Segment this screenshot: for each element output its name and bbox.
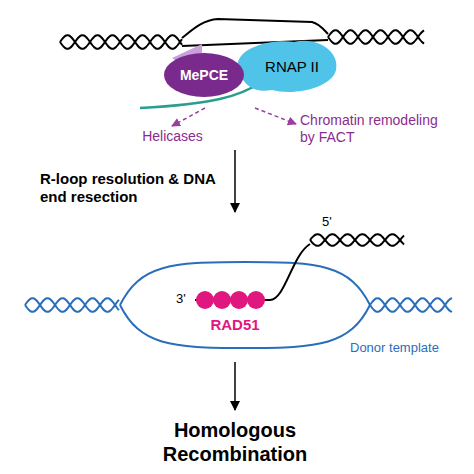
dna-helix bbox=[328, 30, 424, 44]
step-arrow bbox=[234, 362, 236, 410]
node-label: RNAP II bbox=[265, 58, 319, 75]
dna-helix bbox=[370, 298, 452, 312]
step-arrow bbox=[234, 150, 236, 212]
dna-helix bbox=[60, 35, 182, 49]
protein-blob: RNAP II bbox=[232, 36, 342, 96]
template-label: Donor template bbox=[350, 340, 470, 356]
protein-label: RAD51 bbox=[195, 316, 275, 334]
strand-end: 3' bbox=[176, 291, 206, 307]
node-label: MePCE bbox=[180, 67, 228, 83]
process-label: Helicases bbox=[125, 128, 220, 145]
protein-ellipse: MePCE bbox=[163, 52, 245, 98]
dashed-arrow bbox=[172, 108, 205, 126]
dna-helix bbox=[310, 234, 404, 246]
dna-helices bbox=[25, 30, 452, 312]
dashed-arrow bbox=[255, 108, 296, 124]
donor-strand bbox=[120, 305, 370, 348]
strand-end: 5' bbox=[322, 214, 352, 230]
dna-helix bbox=[370, 298, 452, 312]
dna-strand bbox=[182, 19, 328, 38]
process-label: Chromatin remodeling by FACT bbox=[300, 112, 450, 146]
dna-helix bbox=[25, 298, 119, 312]
dna-helix bbox=[60, 35, 182, 49]
step-label: R-loop resolution & DNA end resection bbox=[40, 170, 220, 206]
dna-helix bbox=[328, 30, 424, 44]
outcome-label: Homologous Recombination bbox=[120, 418, 350, 466]
dna-helix bbox=[310, 234, 404, 246]
rad51-filament bbox=[196, 291, 265, 309]
dna-helix bbox=[25, 298, 119, 312]
resected-strand bbox=[195, 244, 310, 300]
